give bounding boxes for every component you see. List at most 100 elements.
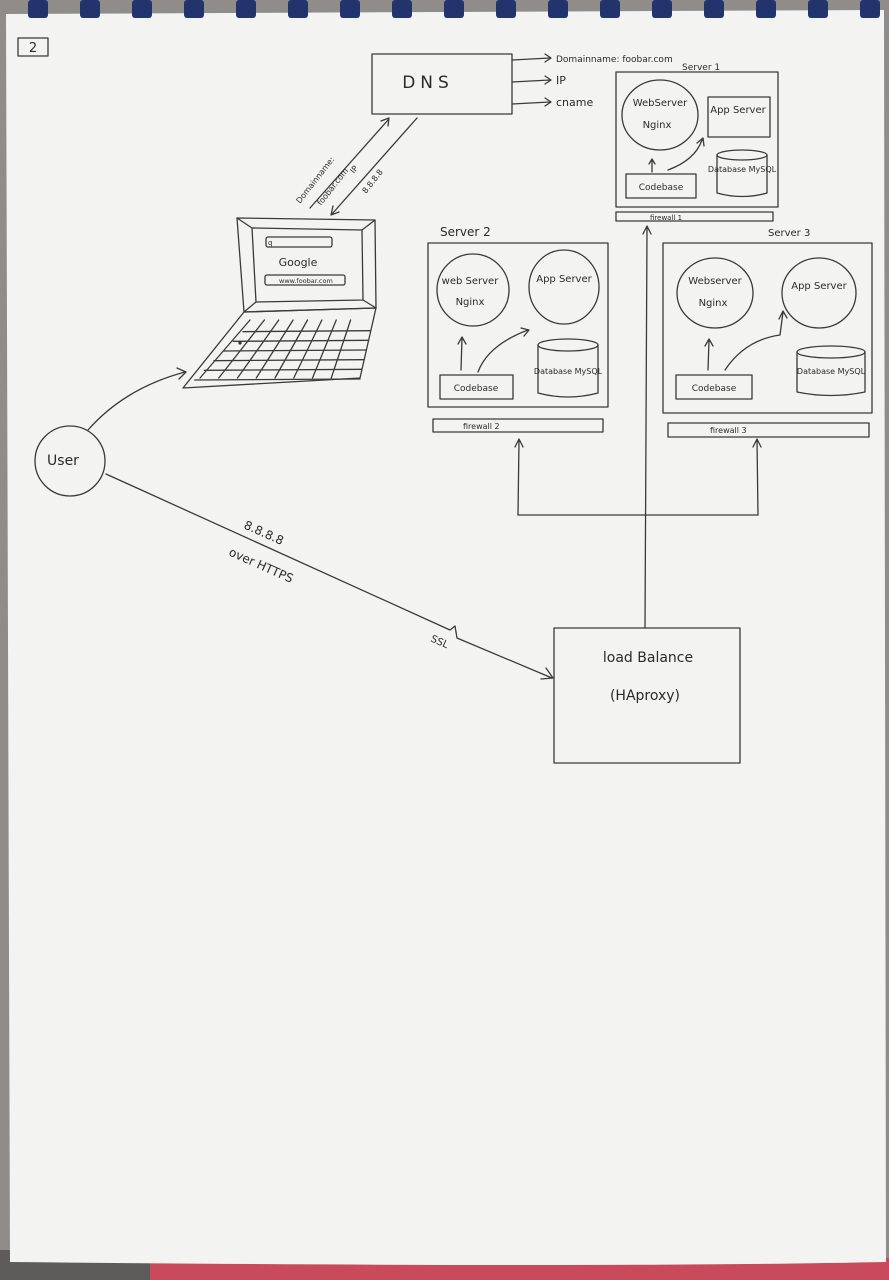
dns-output-cname: cname [556,96,593,109]
binding-ring [236,0,256,18]
server-2-nginx-label: Nginx [456,297,485,308]
server-2-database [537,344,599,398]
server-1-database-label: Database MySQL [708,165,777,174]
server-2-box [427,242,609,408]
server-2-app-label: App Server [536,274,592,285]
server-2-database-label: Database MySQL [534,367,603,376]
binding-ring [704,0,724,18]
keyboard-column-line [274,319,309,379]
laptop-led [238,341,242,345]
server-3-webserver-circle [676,257,754,329]
search-bar-icon: q [268,239,272,247]
server-1: Server 1 WebServer Nginx App Server Data… [615,63,779,222]
dns-output-domain: Domainname: foobar.com [556,55,673,65]
keyboard-column-line [311,319,337,379]
keyboard-column-line [330,319,352,379]
keyboard-column-line [199,319,251,379]
binding-ring [652,0,672,18]
laptop-to-dns-arrow [309,117,390,209]
keyboard-column-line [236,319,280,379]
server-1-app-label: App Server [710,105,766,116]
dns-output-arrow-1 [511,53,552,63]
server-1-firewall [615,211,774,222]
server-3-app-circle [781,257,857,329]
server-1-webserver-label: WebServer [633,98,688,109]
server-1-codebase-label: Codebase [639,183,684,193]
laptop-keyboard-base [182,307,377,389]
server-3-nginx-label: Nginx [699,298,728,309]
server-2-codebase-box [439,374,514,400]
binding-ring [548,0,568,18]
load-balancer-box [553,627,741,764]
keyboard-row-line [242,330,371,333]
binding-ring [444,0,464,18]
binding-ring [808,0,828,18]
user-label: User [47,453,79,469]
query-ip-label: IP [348,164,360,175]
binding-ring [496,0,516,18]
keyboard-row-line [194,378,361,381]
server-1-title: Server 1 [682,63,720,73]
search-bar [265,236,333,248]
binding-ring [340,0,360,18]
dns-label: DNS [402,73,454,93]
server-1-app-box [707,96,771,138]
keyboard-row-line [232,339,369,342]
binding-ring [288,0,308,18]
server-3-database-label: Database MySQL [797,367,866,376]
binding-ring [756,0,776,18]
dns-box [371,53,513,115]
dns-output-arrow-3 [511,97,552,107]
lb-to-server1-line [642,225,652,629]
server-1-database [716,154,768,198]
google-label: Google [279,256,318,269]
url-bar [264,274,346,286]
lb-to-server2-line [514,438,524,516]
server-2-title: Server 2 [440,225,491,239]
server-2-firewall [432,418,604,433]
server-2-webserver-label: web Server [442,276,500,287]
server-1-firewall-label: firewall 1 [650,214,682,222]
server-2-codebase-label: Codebase [454,384,499,394]
server-1-codebase-box [625,173,697,199]
spiral-binding [28,0,880,18]
user-to-loadbalancer-arrow [105,473,554,680]
keyboard-row-line [203,368,363,371]
server-2-webserver-circle [436,253,510,327]
server-2: Server 2 web Server Nginx App Server Dat… [427,225,609,433]
keyboard-column-line [255,319,294,379]
keyboard-row-line [213,359,365,362]
server-1-box [615,71,779,208]
dns-output-ip: IP [556,74,566,87]
server-1-nginx-label: Nginx [643,120,672,131]
binding-ring [28,0,48,18]
server-3-app-label: App Server [791,281,847,292]
user-to-laptop-arrow [87,367,187,431]
laptop: q Google www.foobar.com [182,217,377,389]
binding-ring [392,0,412,18]
binding-ring [80,0,100,18]
user-circle [34,425,106,497]
binding-ring [860,0,880,18]
dns-output-arrow-2 [511,75,552,85]
laptop-keys [194,319,371,381]
binding-ring [132,0,152,18]
paper-sheet [6,10,886,1265]
binding-ring [600,0,620,18]
server-3-firewall-label: firewall 3 [710,426,747,435]
server-3-title: Server 3 [768,228,810,239]
server-3-database [796,351,866,397]
server-3-codebase-label: Codebase [692,384,737,394]
lb-to-server3-line [752,438,762,516]
load-balancer-sublabel: (HAproxy) [610,688,680,704]
server-3-webserver-label: Webserver [688,276,742,287]
server-3-box [662,242,873,414]
dns-to-laptop-arrow [330,117,418,216]
page-number: 2 [29,41,37,56]
binding-ring [184,0,204,18]
server-2-firewall-label: firewall 2 [463,422,500,431]
server-1-webserver-circle [621,79,699,151]
load-balancer-label: load Balance [603,650,693,666]
page-number-box [17,37,49,57]
